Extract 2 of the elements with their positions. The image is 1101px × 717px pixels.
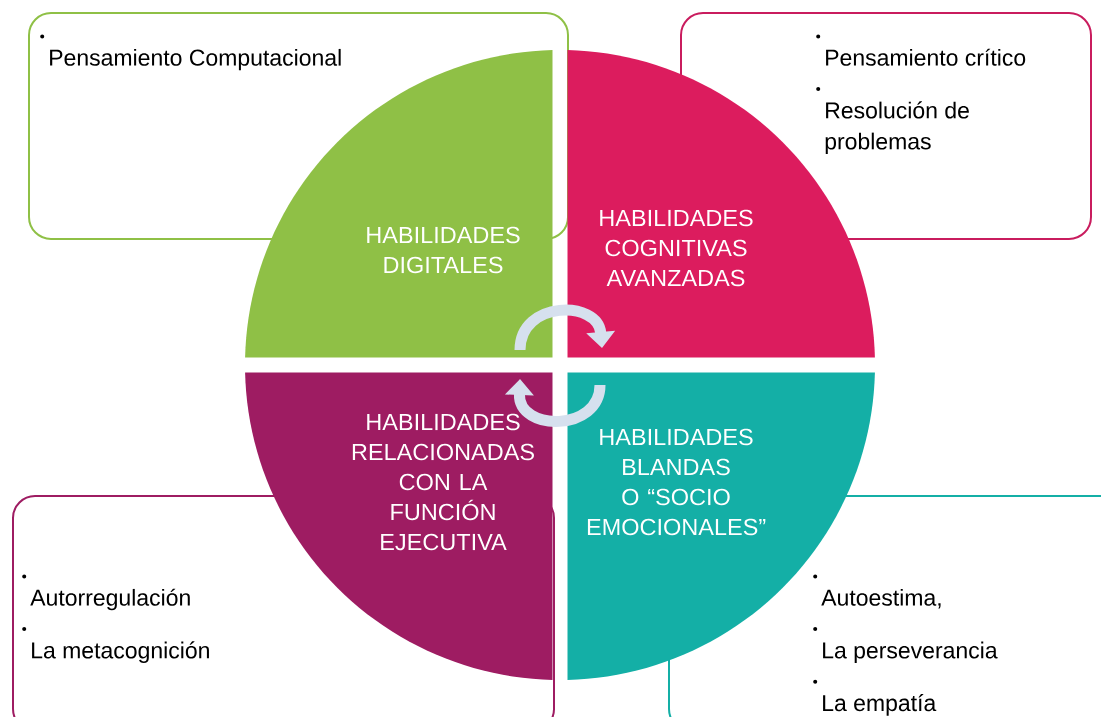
cycle-arrow xyxy=(514,304,616,351)
quadrant-sector: HABILIDADES RELACIONADAS CON LA FUNCIÓN EJECUTIVA xyxy=(245,372,553,680)
